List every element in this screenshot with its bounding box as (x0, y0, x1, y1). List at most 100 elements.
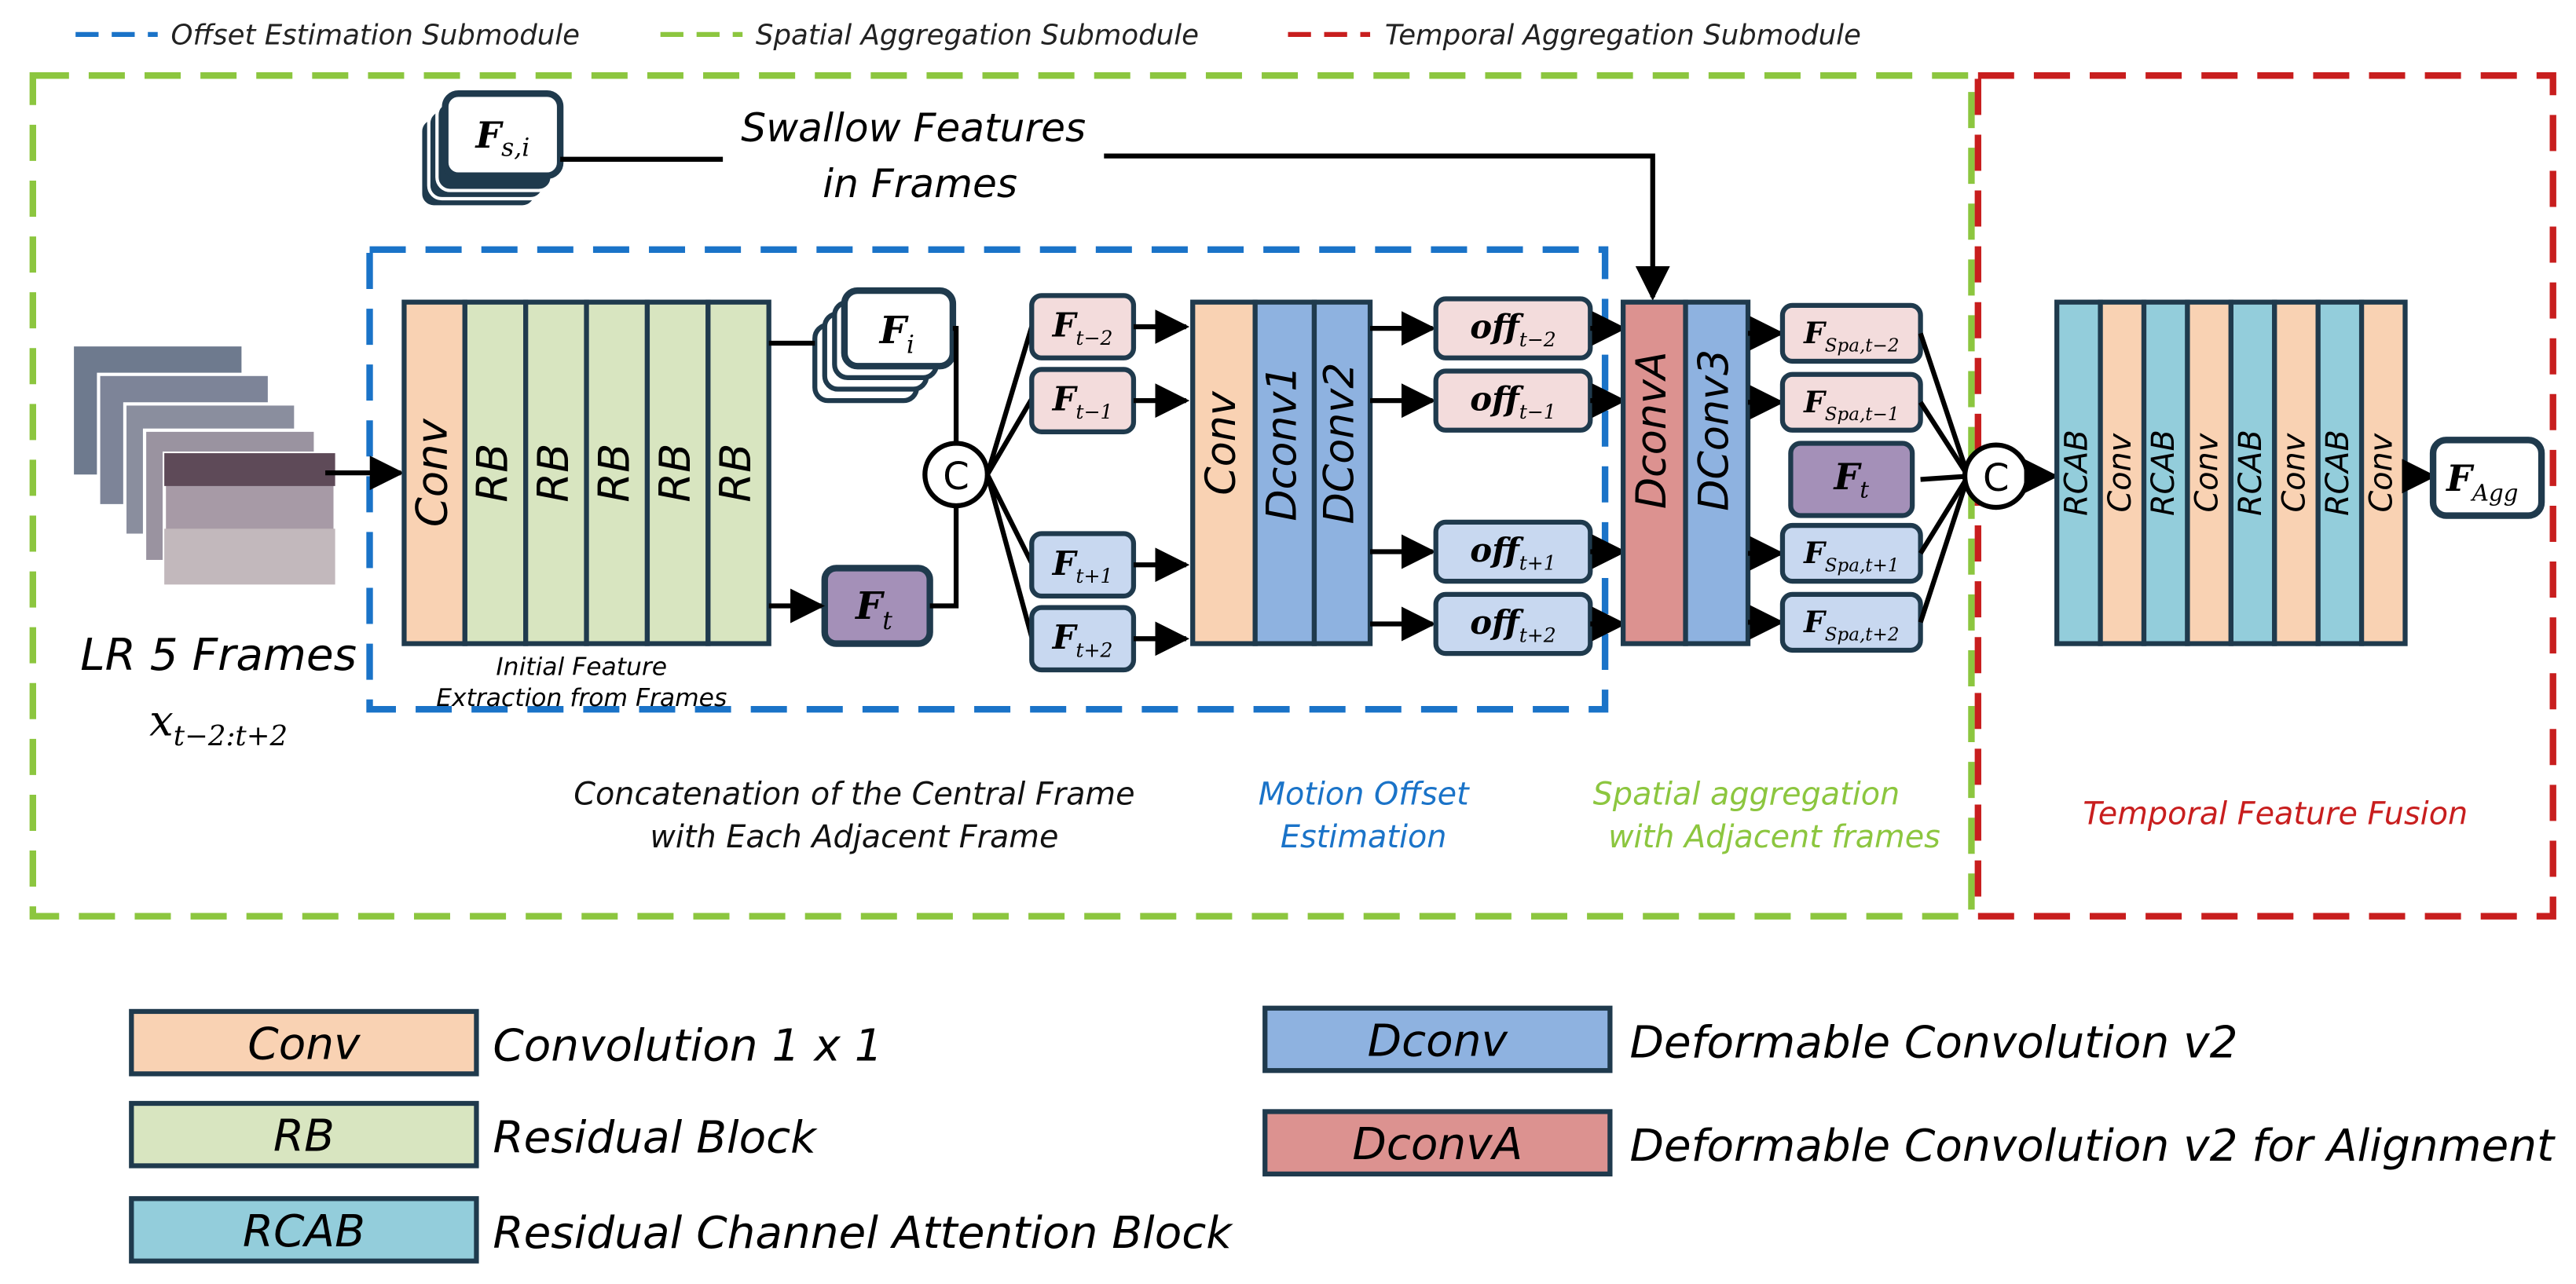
legend-description-1: Residual Block (493, 1113, 818, 1164)
align-block-0-label: DconvA (1628, 351, 1676, 509)
spa-feature-0-label: FSpa,t−2 (1803, 316, 1899, 356)
frame-feature-1-label: Ft−1 (1052, 380, 1113, 423)
spa-feature-2-label: Ft (1833, 455, 1870, 503)
extraction-block-2-label: RB (529, 444, 578, 503)
extraction-caption-1: Initial Feature (496, 653, 667, 681)
align-block-0 (1620, 299, 1688, 646)
lr-input-frames (70, 342, 337, 587)
spa-to-concat-line-2 (1920, 474, 1969, 482)
frame-feature-3: Ft+2 (1029, 605, 1137, 673)
legend-description-0: Convolution 1 x 1 (493, 1021, 882, 1072)
legend-swatch-label-2: RCAB (243, 1206, 365, 1257)
frame-feature-2-label: Ft+1 (1052, 544, 1113, 587)
motion-block-1 (1252, 299, 1317, 646)
offset-boxes: offt−2 offt−1 offt+1 offt+2 (1370, 296, 1627, 657)
temporal-block-5-label: Conv (2276, 433, 2312, 512)
offset-box-2-label: offt+1 (1470, 531, 1556, 574)
motion-block-1-label: Dconv1 (1258, 365, 1306, 521)
offset-box-0-label: offt−2 (1470, 308, 1556, 351)
temporal-block-6-label: RCAB (2320, 430, 2356, 516)
fi-feature-stack: Fi (812, 287, 957, 404)
spa-to-concat-line-3 (1918, 474, 1970, 555)
frame-feature-3-label: Ft+2 (1052, 618, 1113, 661)
swallow-features-subtitle: in Frames (823, 160, 1017, 207)
legend-swatch-label-1: RB (273, 1111, 335, 1162)
legend-description-2: Residual Channel Attention Block (493, 1208, 1233, 1259)
temporal-block-3-label: Conv (2189, 433, 2226, 512)
motion-section-label-2: Estimation (1281, 819, 1447, 855)
concat-section-label-1: Concatenation of the Central Frame (573, 776, 1134, 812)
spatial-legend-label: Spatial Aggregation Submodule (756, 19, 1199, 51)
frame-feature-1: Ft−1 (1029, 367, 1137, 435)
lr-frames-math: xt−2:t+2 (149, 697, 288, 753)
offset-box-1: offt−1 (1433, 368, 1593, 433)
spa-feature-1-label: FSpa,t−1 (1803, 385, 1899, 425)
temporal-block-3 (2185, 299, 2233, 646)
spatial-section-label-1: Spatial aggregation (1593, 776, 1900, 812)
spa-feature-4-label: FSpa,t+2 (1803, 605, 1899, 645)
spa-feature-1: FSpa,t−1 (1779, 371, 1923, 433)
spa-to-concat-line-1 (1918, 401, 1970, 478)
concat-node-1-label: C (943, 455, 969, 499)
spa-feature-0: FSpa,t−2 (1779, 302, 1923, 364)
output-feature-box: FAgg (2429, 437, 2545, 519)
extraction-block-1 (462, 299, 529, 646)
spa-feature-4: FSpa,t+2 (1779, 591, 1923, 653)
bottom-legend: Conv Convolution 1 x 1 RB Residual BlockRCA… (129, 1005, 2556, 1264)
spa-to-concat-line-0 (1918, 332, 1971, 477)
offset-box-3: offt+2 (1433, 591, 1593, 657)
spa-feature-3-label: FSpa,t+1 (1803, 536, 1899, 576)
frame-feature-0: Ft−2 (1029, 293, 1137, 360)
offset-box-1-label: offt−1 (1470, 380, 1556, 423)
extraction-block-2 (523, 299, 589, 646)
temporal-block-7 (2358, 299, 2408, 646)
temporal-block-2-label: RCAB (2145, 430, 2182, 516)
legend-swatch-4 (1262, 1109, 1613, 1177)
extraction-block-0 (401, 299, 467, 646)
legend-swatch-3 (1262, 1005, 1613, 1074)
ft-label: Ft (854, 584, 892, 635)
legend-description-3: Deformable Convolution v2 (1629, 1017, 2237, 1068)
legend-swatch-label-4: DconvA (1352, 1119, 1523, 1170)
temporal-block-7-label: Conv (2363, 433, 2399, 512)
legend-swatch-2 (129, 1196, 479, 1264)
frame-feature-2: Ft+1 (1029, 531, 1137, 599)
extraction-block-3-label: RB (589, 444, 639, 503)
motion-block-2 (1311, 299, 1373, 646)
offset-legend-label: Offset Estimation Submodule (170, 19, 580, 51)
spa-to-concat-line-4 (1918, 475, 1971, 624)
temporal-block-4-label: RCAB (2233, 430, 2269, 516)
motion-section-label-1: Motion Offset (1259, 776, 1470, 812)
frame-feature-0-label: Ft−2 (1052, 306, 1113, 349)
legend-swatch-1 (129, 1100, 479, 1169)
align-block-1-label: DConv3 (1690, 349, 1738, 511)
legend-swatch-label-0: Conv (247, 1019, 361, 1070)
extraction-block-0-label: Conv (407, 418, 456, 527)
legend-description-4: Deformable Convolution v2 for Alignment (1629, 1121, 2556, 1172)
temporal-legend-label: Temporal Aggregation Submodule (1385, 19, 1861, 51)
spa-feature-3: FSpa,t+1 (1779, 522, 1923, 584)
top-legend: Offset Estimation Submodule Spatial Aggr… (75, 19, 1861, 51)
extraction-block-5 (705, 299, 771, 646)
swallow-features-title: Swallow Features (741, 104, 1086, 151)
temporal-block-5 (2272, 299, 2321, 646)
spa-feature-2: Ft (1788, 441, 1915, 518)
offset-box-0: offt−2 (1433, 296, 1593, 360)
temporal-block-0-label: RCAB (2058, 430, 2094, 516)
ft-to-concat-line (929, 502, 959, 609)
extraction-block-1-label: RB (468, 444, 518, 503)
align-block-1 (1683, 299, 1751, 646)
concat-section-label-2: with Each Adjacent Frame (650, 819, 1058, 855)
legend-swatch-label-3: Dconv (1368, 1015, 1509, 1066)
extraction-caption-2: Extraction from Frames (436, 684, 727, 712)
temporal-block-0 (2054, 299, 2103, 646)
temporal-block-1-label: Conv (2102, 433, 2138, 512)
legend-swatch-0 (129, 1008, 479, 1077)
temporal-section-label: Temporal Feature Fusion (2083, 796, 2468, 832)
shallow-feature-stack: Fs,i (419, 90, 564, 209)
motion-block-2-label: DConv2 (1316, 363, 1364, 525)
